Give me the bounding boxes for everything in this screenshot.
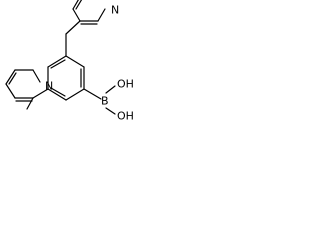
bond (72, 8, 81, 22)
bond (75, 0, 83, 10)
nitrogen-label-top: N (111, 4, 119, 17)
bond (105, 85, 116, 94)
bond (47, 88, 67, 101)
bond (97, 8, 106, 22)
bond (83, 88, 102, 100)
bond (65, 20, 81, 35)
hydroxyl-label: OH (117, 110, 134, 123)
bond (8, 72, 17, 85)
bond (26, 97, 34, 110)
bond (5, 69, 16, 85)
bond (47, 55, 67, 68)
boron-label: B (101, 95, 109, 108)
bond (50, 59, 66, 69)
bonds (5, 0, 116, 115)
bond (5, 83, 16, 99)
chemical-structure: N N B OH OH (5, 0, 134, 123)
bond (50, 87, 66, 97)
bond (72, 0, 79, 10)
bond (32, 88, 49, 99)
bond (65, 55, 85, 68)
bond (32, 69, 41, 83)
hydroxyl-label: OH (117, 78, 134, 91)
bond (105, 107, 116, 115)
nitrogen-label-bottom: N (45, 80, 53, 93)
bond (65, 88, 85, 101)
